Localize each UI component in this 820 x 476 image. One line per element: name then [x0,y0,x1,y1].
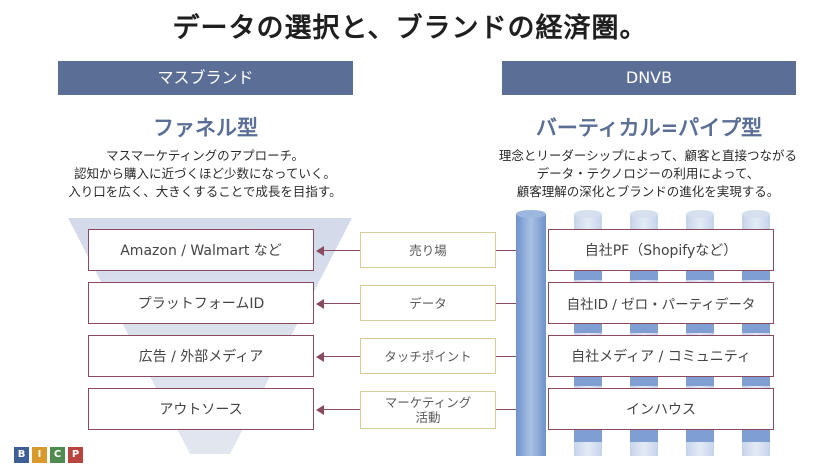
mass-brand-description: マスマーケティングのアプローチ。 認知から購入に近づくほど少数になっていく。 入… [30,147,380,201]
logo-letter: P [68,447,83,463]
funnel-box-outsource: アウトソース [88,388,314,430]
funnel-type-title: ファネル型 [153,116,258,140]
funnel-box-external-media: 広告 / 外部メディア [88,335,314,377]
label-touchpoint: タッチポイント [360,338,496,374]
dnvb-header: DNVB [502,61,796,95]
pipe-box-inhouse: インハウス [548,388,774,430]
pipe-box-own-id: 自社ID / ゼロ・パーティデータ [548,282,774,324]
description-line: 顧客理解の深化とブランドの進化を実現する。 [516,184,780,199]
description-line: 認知から購入に近づくほど少数になっていく。 [74,166,336,181]
dnvb-description: 理念とリーダーシップによって、顧客と直接つながる データ・テクノロジーの利用によ… [478,147,818,201]
label-text: 売り場 [409,242,447,258]
label-text: データ [409,295,447,311]
page-title: データの選択と、ブランドの経済圏。 [172,13,648,44]
description-line: データ・テクノロジーの利用によって、 [536,166,760,181]
description-line: マスマーケティングのアプローチ。 [105,148,304,163]
pipe-type-title: バーティカル=パイプ型 [535,116,763,140]
bicp-logo: B I C P [14,447,83,463]
pipe-box-own-media: 自社メディア / コミュニティ [548,335,774,377]
label-data: データ [360,285,496,321]
label-text: タッチポイント [384,348,472,364]
pipe-box-own-platform: 自社PF（Shopifyなど） [548,229,774,271]
funnel-box-platform-id: プラットフォームID [88,282,314,324]
label-text: マーケティング 活動 [384,395,472,425]
label-marketing-activity: マーケティング 活動 [360,391,496,429]
logo-letter: B [14,447,29,463]
label-sales-channel: 売り場 [360,232,496,268]
description-line: 入り口を広く、大きくすることで成長を目指す。 [68,184,342,199]
logo-letter: I [32,447,47,463]
description-line: 理念とリーダーシップによって、顧客と直接つながる [498,148,798,163]
funnel-box-marketplace: Amazon / Walmart など [88,229,314,271]
mass-brand-header: マスブランド [58,61,353,95]
logo-letter: C [50,447,65,463]
